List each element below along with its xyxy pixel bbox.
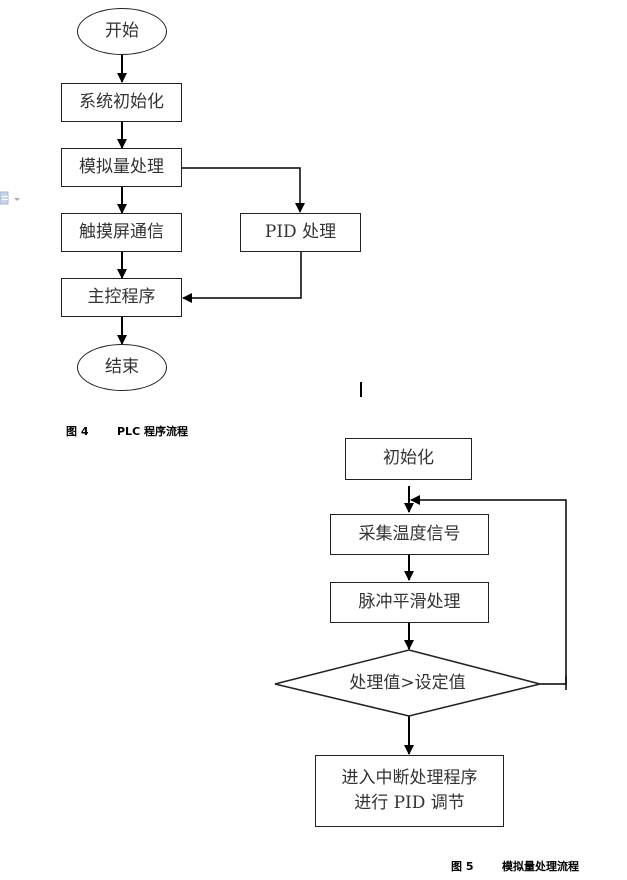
init-node: 初始化 — [345, 438, 472, 480]
decision-diamond — [274, 649, 541, 717]
pulse-smoothing-node: 脉冲平滑处理 — [330, 582, 489, 623]
arrow-analog-to-pid — [181, 167, 305, 213]
interrupt-pid-node: 进入中断处理程序 进行 PID 调节 — [315, 755, 504, 827]
text-cursor — [360, 382, 362, 397]
main-program-label: 主控程序 — [87, 286, 156, 307]
analog-processing-node: 模拟量处理 — [61, 148, 182, 187]
interrupt-label-line2: 进行 PID 调节 — [354, 793, 465, 813]
decision-label: 处理值>设定值 — [349, 673, 466, 694]
paste-options-glyph — [0, 191, 20, 205]
touchscreen-comm-node: 触摸屏通信 — [61, 213, 182, 252]
start-node: 开始 — [77, 8, 167, 55]
paste-options-icon[interactable] — [0, 190, 24, 208]
figure4-caption-title: PLC 程序流程 — [117, 425, 188, 438]
collect-temperature-label: 采集温度信号 — [358, 523, 461, 544]
init-label: 初始化 — [383, 448, 434, 469]
system-init-node: 系统初始化 — [61, 83, 182, 122]
arrow-decision-loop-back — [410, 495, 567, 685]
figure5-caption-title: 模拟量处理流程 — [502, 860, 579, 873]
touchscreen-comm-label: 触摸屏通信 — [79, 221, 164, 242]
system-init-label: 系统初始化 — [79, 91, 164, 112]
pulse-smoothing-label: 脉冲平滑处理 — [358, 591, 461, 612]
start-label: 开始 — [105, 20, 139, 41]
interrupt-label-line1: 进入中断处理程序 — [341, 767, 478, 788]
end-node: 结束 — [77, 344, 167, 391]
figure4-caption-number: 图 4 — [66, 425, 89, 438]
analog-processing-label: 模拟量处理 — [79, 156, 164, 177]
decision-node: 处理值>设定值 — [300, 668, 515, 700]
pid-processing-label: PID 处理 — [264, 221, 337, 242]
end-label: 结束 — [105, 356, 139, 377]
arrow-pid-to-main — [182, 252, 302, 303]
collect-temperature-node: 采集温度信号 — [330, 514, 489, 555]
figure5-caption-number: 图 5 — [451, 860, 474, 873]
pid-processing-node: PID 处理 — [240, 213, 361, 252]
main-program-node: 主控程序 — [61, 278, 182, 317]
